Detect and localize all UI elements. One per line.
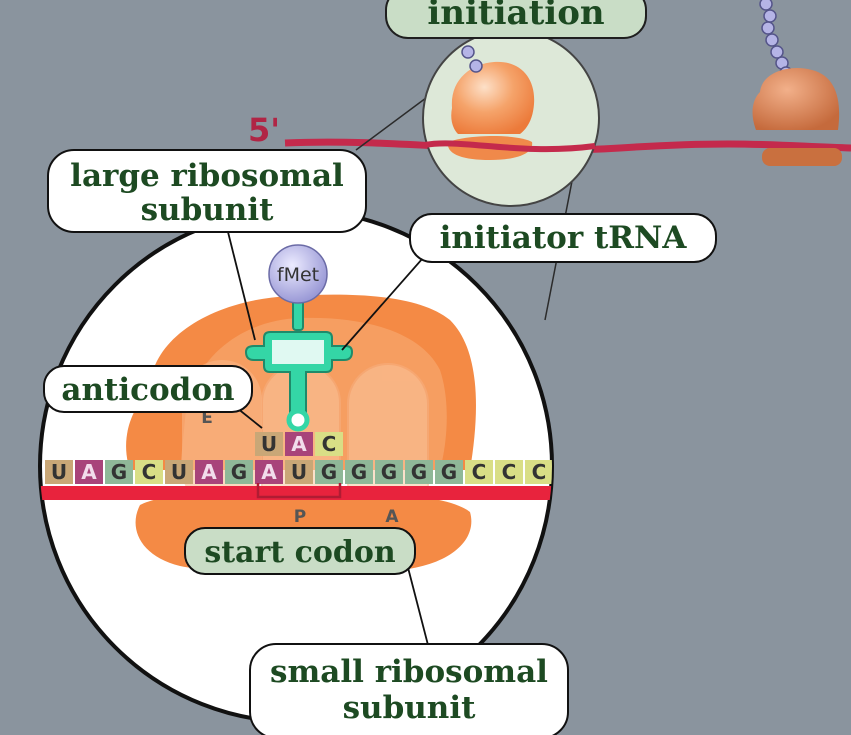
svg-text:subunit: subunit xyxy=(141,192,275,228)
svg-text:C: C xyxy=(532,460,547,484)
label-small-subunit: small ribosomal subunit xyxy=(249,643,569,735)
five-prime-label: 5' xyxy=(248,111,280,149)
svg-text:small ribosomal: small ribosomal xyxy=(270,654,548,690)
svg-text:C: C xyxy=(322,432,337,456)
anticodon-base: A xyxy=(285,432,313,456)
mrna-base: C xyxy=(525,460,552,484)
mrna-base: G xyxy=(435,460,463,484)
mrna-base: U xyxy=(285,460,313,484)
ribosome-small xyxy=(424,45,596,160)
svg-text:A: A xyxy=(201,460,217,484)
svg-text:subunit: subunit xyxy=(343,690,477,726)
svg-text:initiation: initiation xyxy=(427,0,604,33)
mrna-base: G xyxy=(105,460,133,484)
mrna-base: C xyxy=(495,460,523,484)
svg-text:G: G xyxy=(111,460,127,484)
label-initiator-trna: initiator tRNA xyxy=(409,213,717,263)
svg-text:A: A xyxy=(81,460,97,484)
svg-text:C: C xyxy=(142,460,157,484)
svg-text:U: U xyxy=(261,432,277,456)
mrna-base: A xyxy=(255,460,283,484)
initiator-trna xyxy=(244,299,354,432)
start-codon-bracket xyxy=(256,483,342,499)
svg-text:C: C xyxy=(502,460,517,484)
svg-text:A: A xyxy=(291,432,307,456)
svg-text:G: G xyxy=(441,460,457,484)
svg-text:large ribosomal: large ribosomal xyxy=(70,158,344,194)
label-anticodon: anticodon xyxy=(43,365,253,413)
mrna-base: U xyxy=(165,460,193,484)
mrna-base: G xyxy=(225,460,253,484)
mrna-base: G xyxy=(375,460,403,484)
svg-text:initiator tRNA: initiator tRNA xyxy=(440,220,688,256)
svg-text:A: A xyxy=(261,460,277,484)
svg-text:U: U xyxy=(291,460,307,484)
mrna-base: G xyxy=(405,460,433,484)
mrna-base: A xyxy=(75,460,103,484)
svg-text:U: U xyxy=(51,460,67,484)
callout-line-left xyxy=(355,94,431,151)
mrna-base: C xyxy=(465,460,493,484)
anticodon-base: U xyxy=(255,432,283,456)
svg-text:start codon: start codon xyxy=(204,535,396,570)
mrna-strand xyxy=(40,486,552,500)
svg-text:G: G xyxy=(231,460,247,484)
pointer-small-subunit xyxy=(404,555,429,646)
mrna-strand-overview xyxy=(284,138,851,154)
svg-text:fMet: fMet xyxy=(277,264,319,286)
svg-text:G: G xyxy=(351,460,367,484)
site-e-label: E xyxy=(201,408,213,428)
svg-text:G: G xyxy=(411,460,427,484)
svg-text:anticodon: anticodon xyxy=(61,372,234,408)
label-start-codon: start codon xyxy=(184,527,416,575)
pointer-large-subunit xyxy=(224,219,256,341)
mrna-base: G xyxy=(315,460,343,484)
fmet-amino-acid: fMet xyxy=(268,244,328,304)
svg-text:C: C xyxy=(472,460,487,484)
initiation-banner: initiation xyxy=(385,0,647,39)
site-p-label: P xyxy=(294,507,306,527)
mrna-base: U xyxy=(45,460,73,484)
mrna-base: A xyxy=(195,460,223,484)
site-a-label: A xyxy=(385,507,399,527)
anticodon-base: C xyxy=(315,432,343,456)
pointer-trna xyxy=(341,249,431,351)
svg-text:U: U xyxy=(171,460,187,484)
svg-text:G: G xyxy=(381,460,397,484)
mrna-base: G xyxy=(345,460,373,484)
svg-text:G: G xyxy=(321,460,337,484)
ribosome-right xyxy=(752,0,842,166)
mrna-base: C xyxy=(135,460,163,484)
label-large-subunit: large ribosomal subunit xyxy=(47,149,367,233)
